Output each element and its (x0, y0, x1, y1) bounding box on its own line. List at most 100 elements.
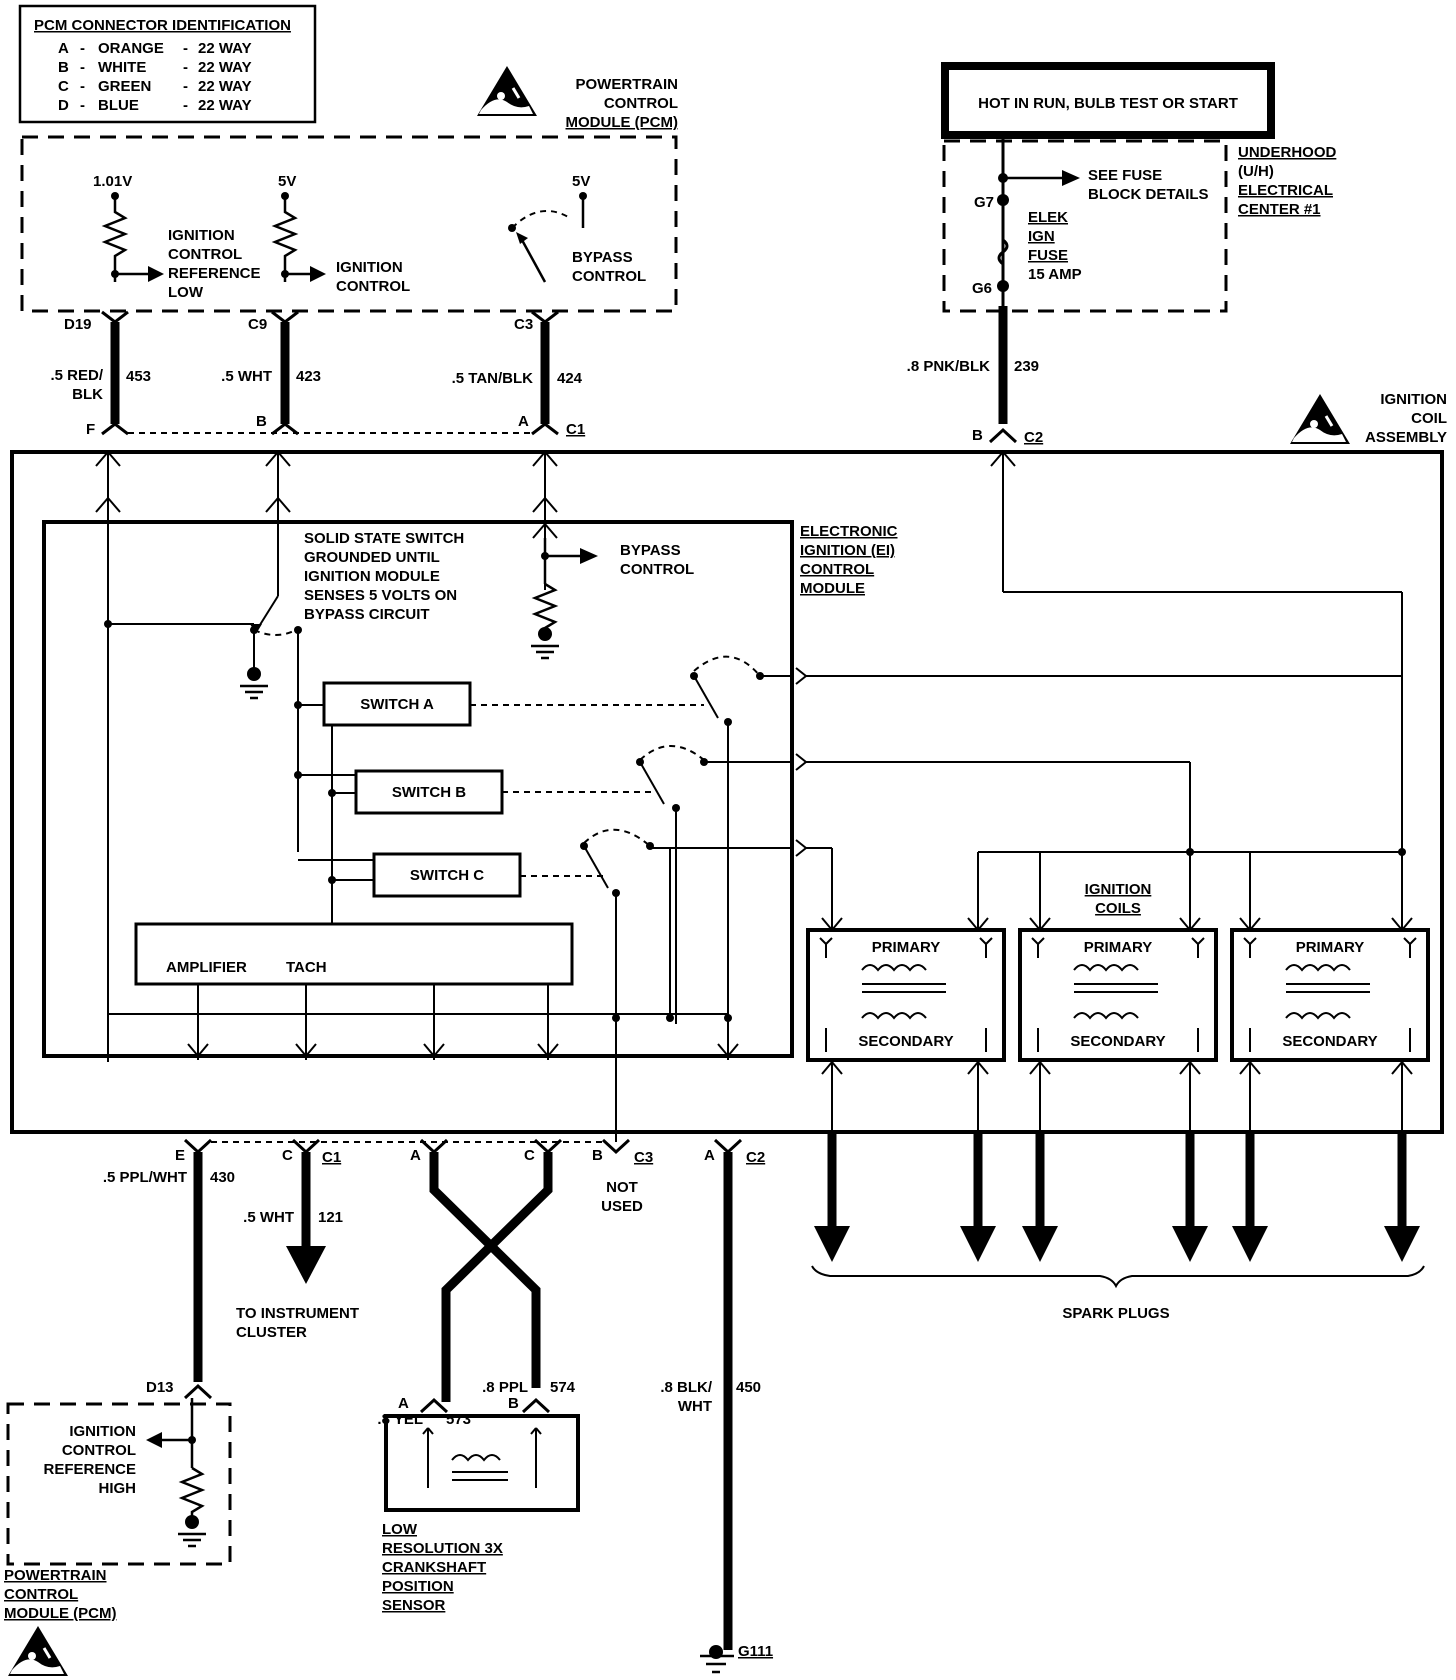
svg-text:A: A (58, 40, 69, 57)
svg-text:C2: C2 (1024, 429, 1043, 446)
svg-text:PRIMARY: PRIMARY (1084, 939, 1153, 956)
svg-text:HOT IN RUN, BULB TEST OR START: HOT IN RUN, BULB TEST OR START (978, 95, 1238, 112)
svg-text:CLUSTER: CLUSTER (236, 1324, 307, 1341)
svg-text:-: - (80, 97, 85, 114)
svg-text:ASSEMBLY: ASSEMBLY (1365, 429, 1447, 446)
svg-text:.5 TAN/BLK: .5 TAN/BLK (452, 370, 534, 387)
svg-text:MODULE (PCM): MODULE (PCM) (4, 1605, 117, 1622)
svg-text:C: C (524, 1147, 535, 1164)
svg-text:A: A (704, 1147, 715, 1164)
svg-text:22 WAY: 22 WAY (198, 40, 252, 57)
svg-text:15 AMP: 15 AMP (1028, 266, 1082, 283)
svg-text:AMPLIFIER: AMPLIFIER (166, 959, 247, 976)
svg-text:CONTROL: CONTROL (620, 561, 694, 578)
svg-text:COILS: COILS (1095, 900, 1141, 917)
svg-text:A: A (410, 1147, 421, 1164)
svg-text:22 WAY: 22 WAY (198, 97, 252, 114)
svg-text:GROUNDED UNTIL: GROUNDED UNTIL (304, 549, 440, 566)
wire-453: .5 RED/ BLK 453 (50, 367, 151, 403)
svg-text:BYPASS: BYPASS (620, 542, 681, 559)
svg-text:C1: C1 (566, 421, 585, 438)
svg-text:REFERENCE: REFERENCE (168, 265, 261, 282)
svg-text:IGNITION MODULE: IGNITION MODULE (304, 568, 440, 585)
svg-text:423: 423 (296, 368, 321, 385)
svg-text:453: 453 (126, 368, 151, 385)
svg-text:BYPASS CIRCUIT: BYPASS CIRCUIT (304, 606, 430, 623)
svg-text:SECONDARY: SECONDARY (1070, 1033, 1165, 1050)
ei-control-module: ELECTRONIC IGNITION (EI) CONTROL MODULE … (42, 520, 898, 1142)
svg-text:-: - (183, 59, 188, 76)
svg-text:-: - (80, 78, 85, 95)
pcm-top-title: MODULE (PCM) (566, 114, 679, 131)
svg-text:239: 239 (1014, 358, 1039, 375)
spark-plugs-label: SPARK PLUGS (1062, 1305, 1169, 1322)
switch-a (322, 681, 472, 727)
svg-text:573: 573 (446, 1411, 471, 1428)
svg-text:C9: C9 (248, 316, 267, 333)
bottom-connectors: E C C1 A C B C3 A C2 (175, 1138, 765, 1166)
svg-text:B: B (508, 1395, 519, 1412)
legend-row: C - GREEN - 22 WAY (58, 78, 252, 95)
svg-text:574: 574 (550, 1379, 576, 1396)
ignition-coil-assembly: IGNITION COIL ASSEMBLY (10, 391, 1447, 1134)
svg-text:D13: D13 (146, 1379, 174, 1396)
svg-text:CENTER #1: CENTER #1 (1238, 201, 1321, 218)
svg-text:WHITE: WHITE (98, 59, 146, 76)
svg-text:ORANGE: ORANGE (98, 40, 164, 57)
svg-text:RESOLUTION 3X: RESOLUTION 3X (382, 1540, 503, 1557)
svg-text:UNDERHOOD: UNDERHOOD (1238, 144, 1337, 161)
svg-text:.8 PNK/BLK: .8 PNK/BLK (907, 358, 991, 375)
svg-text:22 WAY: 22 WAY (198, 78, 252, 95)
svg-text:CONTROL: CONTROL (168, 246, 242, 263)
svg-text:.5 PPL/WHT: .5 PPL/WHT (103, 1169, 187, 1186)
svg-text:PRIMARY: PRIMARY (1296, 939, 1365, 956)
svg-text:B: B (58, 59, 69, 76)
svg-text:F: F (86, 421, 95, 438)
svg-text:POSITION: POSITION (382, 1578, 454, 1595)
esd-warning-icon (475, 64, 539, 118)
svg-text:.5 WHT: .5 WHT (221, 368, 272, 385)
svg-text:D19: D19 (64, 316, 92, 333)
svg-text:-: - (183, 97, 188, 114)
pcm-top: POWERTRAIN CONTROL MODULE (PCM) 1.01V IG… (20, 64, 679, 333)
underhood-fuse-block: SEE FUSE BLOCK DETAILS G7 G6 ELEK IGN FU… (942, 139, 1337, 313)
wire-423: .5 WHT 423 (221, 368, 321, 385)
svg-text:424: 424 (557, 370, 583, 387)
legend-row: B - WHITE - 22 WAY (58, 59, 252, 76)
pcm-bottom: D13 IGNITION CONTROL REFERENCE HIGH POWE… (4, 1379, 232, 1678)
legend-title: PCM CONNECTOR IDENTIFICATION (34, 17, 291, 34)
svg-text:TO INSTRUMENT: TO INSTRUMENT (236, 1305, 359, 1322)
svg-text:-: - (80, 59, 85, 76)
svg-text:430: 430 (210, 1169, 235, 1186)
svg-text:5V: 5V (278, 173, 296, 190)
svg-text:ELECTRICAL: ELECTRICAL (1238, 182, 1333, 199)
svg-text:.5 RED/: .5 RED/ (50, 367, 103, 384)
svg-text:HIGH: HIGH (99, 1480, 137, 1497)
wire-239: .8 PNK/BLK 239 (907, 358, 1039, 375)
svg-text:FUSE: FUSE (1028, 247, 1068, 264)
svg-text:22 WAY: 22 WAY (198, 59, 252, 76)
svg-text:IGNITION: IGNITION (336, 259, 403, 276)
svg-text:BLUE: BLUE (98, 97, 139, 114)
svg-text:C3: C3 (634, 1149, 653, 1166)
ignition-coils: IGNITION COILS PRIMARY SECONDARY PRIMARY… (806, 881, 1430, 1062)
svg-text:POWERTRAIN: POWERTRAIN (576, 76, 679, 93)
legend-row: A - ORANGE - 22 WAY (58, 40, 252, 57)
svg-text:5V: 5V (572, 173, 590, 190)
svg-text:C1: C1 (322, 1149, 341, 1166)
crankshaft-position-sensor: A B LOW RESOLUTION 3X CRANKSHAFT POSITIO… (382, 1395, 580, 1614)
svg-text:GREEN: GREEN (98, 78, 151, 95)
svg-text:450: 450 (736, 1379, 761, 1396)
svg-text:IGNITION: IGNITION (1380, 391, 1447, 408)
svg-text:BYPASS: BYPASS (572, 249, 633, 266)
svg-text:CONTROL: CONTROL (336, 278, 410, 295)
svg-text:PRIMARY: PRIMARY (872, 939, 941, 956)
svg-text:CONTROL: CONTROL (800, 561, 874, 578)
switch-b (354, 769, 504, 815)
svg-text:CONTROL: CONTROL (4, 1586, 78, 1603)
wire-574: .8 PPL 574 (482, 1379, 576, 1396)
svg-text:IGNITION: IGNITION (168, 227, 235, 244)
svg-text:CRANKSHAFT: CRANKSHAFT (382, 1559, 486, 1576)
svg-text:WHT: WHT (678, 1398, 712, 1415)
